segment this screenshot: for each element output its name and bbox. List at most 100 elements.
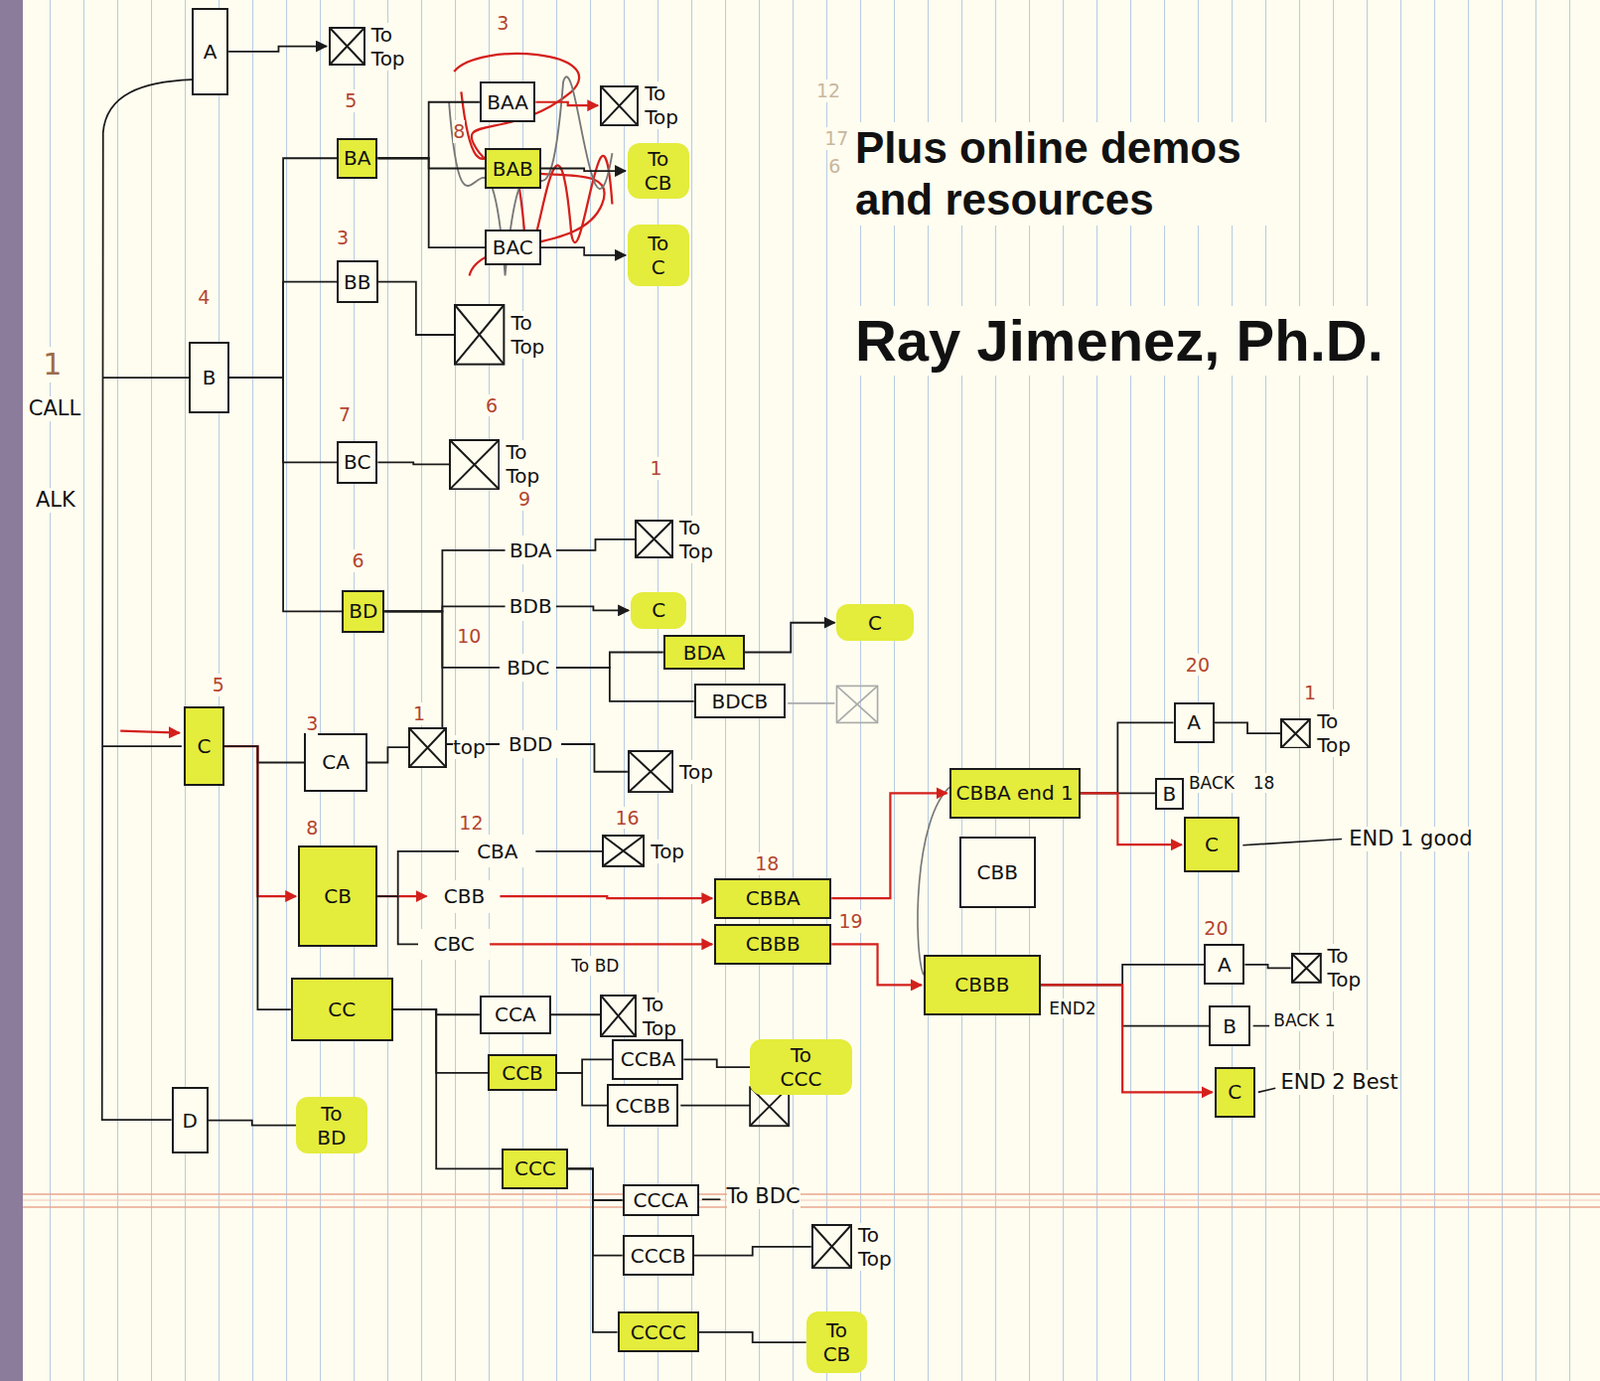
note-text: BACK <box>1188 772 1235 793</box>
node-text: BA <box>343 145 371 170</box>
crossed-box-symbol <box>1280 718 1311 749</box>
connector <box>377 157 485 248</box>
box-outline <box>329 27 365 65</box>
node-text: To Top <box>1327 943 1362 992</box>
crossed-box-symbol <box>448 438 500 490</box>
callout-number: 6 <box>828 154 841 178</box>
node-text: B <box>202 365 217 390</box>
callout-number: 1 <box>413 702 426 726</box>
connector <box>1040 984 1213 1092</box>
crossed-box-symbol <box>811 1223 853 1269</box>
cross-mark <box>449 439 499 489</box>
connector <box>561 743 628 772</box>
node-text: CB <box>323 883 352 908</box>
connector <box>556 605 629 610</box>
process-box: CCBA <box>611 1038 684 1080</box>
callout-number: 10 <box>456 624 481 648</box>
note-text: BACK 1 <box>1273 1010 1335 1030</box>
highlight-mark: C <box>836 603 913 641</box>
process-box: B <box>1155 777 1184 810</box>
node-text: To Top <box>371 22 406 71</box>
connector <box>541 168 626 172</box>
leader-line <box>787 702 835 705</box>
connector <box>557 1058 613 1072</box>
node-text: BD <box>348 598 378 623</box>
node-text: To CB <box>823 1317 852 1366</box>
box-outline <box>409 727 446 767</box>
node-text: BC <box>343 449 371 474</box>
node-text: CCCA <box>632 1187 689 1212</box>
node-text: CBBB <box>745 931 801 956</box>
connector <box>683 1058 750 1067</box>
callout-number: 12 <box>816 79 841 103</box>
callout-number: 20 <box>1203 916 1228 940</box>
highlighted-box: CCB <box>487 1053 558 1091</box>
cover-spine-bar <box>0 0 23 1381</box>
crossed-box-symbol <box>627 749 674 793</box>
connector <box>229 157 337 378</box>
node-text: CCB <box>501 1060 544 1085</box>
crossed-box: To Top <box>811 1222 894 1271</box>
box-outline <box>600 995 636 1036</box>
callout-number: 1 <box>1304 681 1316 705</box>
node-text: CCCB <box>630 1243 687 1268</box>
process-box: CCBB <box>606 1083 679 1127</box>
highlight-mark: To CCC <box>749 1038 853 1095</box>
text-node: BDD <box>499 729 562 759</box>
node-text: CCCC <box>630 1319 687 1344</box>
node-text: C <box>1204 832 1219 857</box>
box-outline <box>812 1224 852 1268</box>
node-text: top <box>452 734 486 759</box>
process-box: A <box>1173 702 1215 743</box>
crossed-box: To Top <box>328 22 408 71</box>
text-node: BDC <box>499 653 557 683</box>
note-text: To BDC <box>727 1183 801 1209</box>
highlight-mark: To C <box>627 224 690 287</box>
crossed-box: To Top <box>634 515 716 564</box>
highlighted-box: CCCC <box>617 1310 700 1352</box>
process-box: D <box>171 1086 209 1154</box>
cross-mark <box>329 27 365 65</box>
highlighted-box: CBBB <box>923 954 1041 1017</box>
process-box: BAC <box>484 229 542 266</box>
highlighted-box: CBBA <box>714 877 832 919</box>
node-text: A <box>1186 710 1201 734</box>
node-text: CBBA end 1 <box>956 780 1074 805</box>
cross-mark <box>600 995 636 1036</box>
ruled-lines <box>22 0 1600 1381</box>
connector <box>556 652 664 668</box>
process-box: B <box>1208 1005 1250 1046</box>
highlighted-box: CBBB <box>714 923 832 965</box>
note-text: END 1 good <box>1348 826 1472 852</box>
box-outline <box>602 835 644 867</box>
highlight-mark: To BD <box>295 1096 368 1154</box>
highlight-mark: C <box>630 591 688 629</box>
node-text: BDC <box>506 655 550 680</box>
callout-number: 6 <box>485 394 498 418</box>
node-text: CBBA <box>745 885 801 910</box>
crossed-box: To Top <box>1280 709 1353 757</box>
node-text: C <box>651 597 666 622</box>
node-text: BDA <box>683 640 726 665</box>
text-node: BDA <box>505 535 557 565</box>
callout-number: 7 <box>338 403 351 427</box>
cross-mark <box>1281 719 1310 748</box>
connector <box>384 550 505 612</box>
callout-number: 3 <box>305 712 318 735</box>
crossed-box: top <box>408 727 488 768</box>
connector <box>224 745 304 762</box>
connector <box>208 1120 296 1126</box>
highlighted-box: CBBA end 1 <box>949 767 1081 819</box>
connector <box>694 1246 812 1256</box>
crossed-box-symbol <box>599 994 637 1037</box>
callout-number: 18 <box>754 852 779 875</box>
crossed-box: To Top <box>1291 943 1364 992</box>
node-text: C <box>868 610 882 635</box>
connector <box>535 850 602 853</box>
box-outline <box>1281 719 1310 748</box>
connector <box>1040 984 1210 1025</box>
